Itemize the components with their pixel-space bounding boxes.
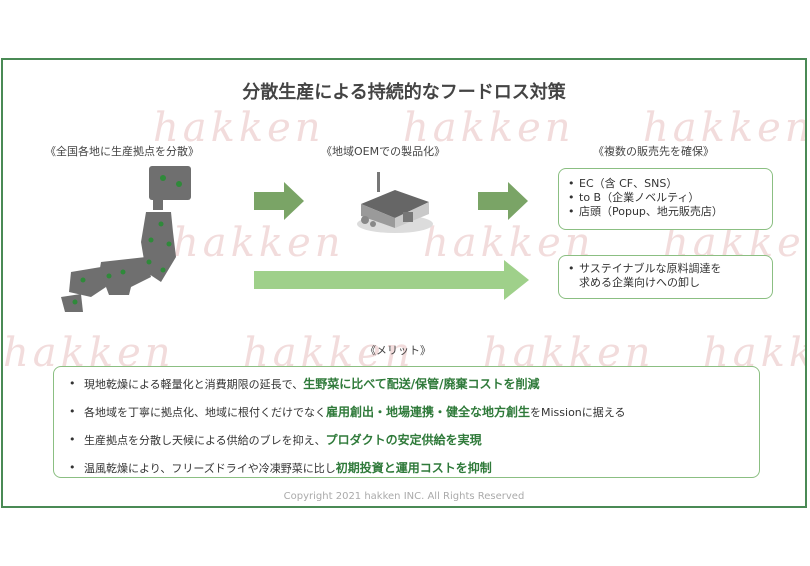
merit-highlight: 雇用創出・地場連携・健全な地方創生 [326,405,531,419]
merits-box: 現地乾燥による軽量化と消費期限の延長で、生野菜に比べて配送/保管/廃棄コストを削… [53,366,760,478]
list-item: 店頭（Popup、地元販売店） [565,205,766,219]
slide: hakken hakken hakken hakken hakken hakke… [1,58,807,508]
merit-text: 現地乾燥による軽量化と消費期限の延長で、 [84,378,304,391]
section-label-oem: 《地域OEMでの製品化》 [321,145,446,158]
sustainable-buyer-box: サステイナブルな原料調達を 求める企業向けへの卸し [558,255,773,299]
merit-text: をMissionに据える [530,406,626,419]
copyright: Copyright 2021 hakken INC. All Rights Re… [283,491,525,502]
factory-icon [357,172,433,233]
slide-title: 分散生産による持続的なフードロス対策 [242,82,566,103]
watermark: hakken [153,105,325,151]
merit-item: 温風乾燥により、フリーズドライや冷凍野菜に比し初期投資と運用コストを抑制 [66,461,747,476]
list-item: to B（企業ノベルティ） [565,191,766,205]
merit-item: 現地乾燥による軽量化と消費期限の延長で、生野菜に比べて配送/保管/廃棄コストを削… [66,377,747,392]
merit-text: 各地域を丁寧に拠点化、地域に根付くだけでなく [84,406,326,419]
merit-highlight: 初期投資と運用コストを抑制 [335,461,492,475]
arrow-long-icon [254,260,529,300]
merits-label: 《メリット》 [365,344,431,357]
watermark: hakken [643,105,807,151]
section-label-production: 《全国各地に生産拠点を分散》 [45,145,199,158]
merit-item: 各地域を丁寧に拠点化、地域に根付くだけでなく雇用創出・地場連携・健全な地方創生を… [66,405,747,420]
section-label-sales: 《複数の販売先を確保》 [593,145,714,158]
watermark: hakken [173,220,345,266]
merit-highlight: 生野菜に比べて配送/保管/廃棄コストを削減 [303,377,540,391]
watermark: hakken [403,105,575,151]
sales-channels-box: EC（含 CF、SNS） to B（企業ノベルティ） 店頭（Popup、地元販売… [558,168,773,230]
arrow-right-icon [478,182,528,220]
arrow-right-icon [254,182,304,220]
merit-item: 生産拠点を分散し天候による供給のブレを抑え、プロダクトの安定供給を実現 [66,433,747,448]
merit-text: 生産拠点を分散し天候による供給のブレを抑え、 [84,434,326,447]
japan-map-icon [61,166,191,312]
merit-text: 温風乾燥により、フリーズドライや冷凍野菜に比し [84,462,336,475]
merit-highlight: プロダクトの安定供給を実現 [325,433,482,447]
list-item: サステイナブルな原料調達を 求める企業向けへの卸し [565,262,766,290]
list-item: EC（含 CF、SNS） [565,177,766,191]
